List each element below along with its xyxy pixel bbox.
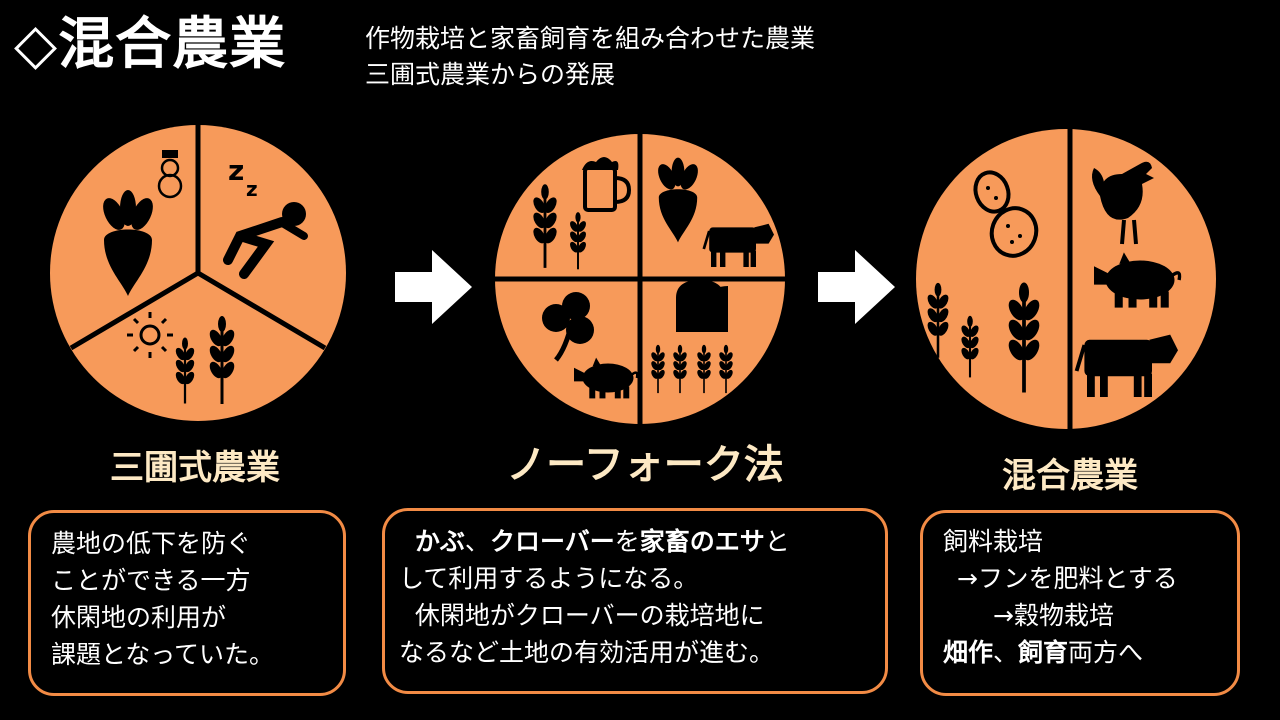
svg-text:z: z	[246, 177, 258, 201]
feed-text: 家畜のエサ	[639, 527, 765, 556]
mixed-line-2: →フンを肥料とする	[957, 564, 1178, 593]
mixed-line-1: 飼料栽培	[943, 527, 1044, 556]
bread-icon	[676, 280, 728, 332]
snowman-icon	[157, 150, 183, 199]
clover-text: クローバー	[489, 527, 615, 556]
sanpo-line-3: 休閑地の利用が	[51, 603, 227, 632]
subtitle-line-2: 三圃式農業からの発展	[365, 60, 616, 89]
mixed-line-4: 畑作、飼育両方へ	[943, 634, 1217, 671]
shiiku-text: 飼育	[1018, 638, 1069, 667]
section-label-sanpo: 三圃式農業	[110, 448, 280, 488]
sanpo-description-box: 農地の低下を防ぐ ことができる一方 休閑地の利用が 課題となっていた。	[28, 510, 346, 696]
sanpo-line-1: 農地の低下を防ぐ	[51, 529, 252, 558]
norfolk-line-3-text: 休閑地がクローバーの栽培地に	[414, 601, 765, 630]
mixed-line-3: →穀物栽培	[993, 601, 1114, 630]
arrow-right-1	[395, 250, 472, 324]
clover-icon	[542, 292, 594, 362]
comma-text: 、	[464, 527, 490, 556]
sanpo-line-4: 課題となっていた。	[51, 640, 275, 669]
norfolk-line-2: して利用するようになる。	[399, 564, 699, 593]
wo-text: を	[614, 527, 640, 556]
sanpo-line-2: ことができる一方	[51, 566, 251, 595]
potato-icon	[973, 170, 1039, 258]
comma-text: 、	[993, 638, 1019, 667]
norfolk-circle	[495, 134, 785, 424]
sanpo-circle	[50, 125, 346, 421]
page-title: ◇混合農業	[14, 12, 287, 77]
section-label-norfolk: ノーフォーク法	[506, 442, 784, 488]
norfolk-line-3: 休閑地がクローバーの栽培地に	[399, 597, 871, 634]
kabu-text: かぶ	[414, 527, 465, 556]
norfolk-description-box: かぶ、クローバーを家畜のエサと して利用するようになる。 休閑地がクローバーの栽…	[382, 508, 888, 694]
sleeping-icon: z z	[223, 154, 308, 279]
norfolk-line-1: かぶ、クローバーを家畜のエサと	[399, 523, 871, 560]
svg-text:z: z	[228, 154, 244, 187]
to-text: と	[764, 527, 790, 556]
section-label-mixed: 混合農業	[1002, 456, 1138, 496]
both-text: 両方へ	[1068, 638, 1144, 667]
arrow-right-2	[818, 250, 895, 324]
rooster-icon	[1092, 161, 1154, 245]
norfolk-line-4: なるなど土地の有効活用が進む。	[399, 638, 775, 667]
subtitle-line-1: 作物栽培と家畜飼育を組み合わせた農業	[365, 24, 816, 53]
beer-icon	[582, 157, 632, 212]
sun-icon	[127, 312, 173, 358]
hatasaku-text: 畑作	[943, 638, 994, 667]
mixed-description-box: 飼料栽培 →フンを肥料とする →穀物栽培 畑作、飼育両方へ	[920, 510, 1240, 696]
